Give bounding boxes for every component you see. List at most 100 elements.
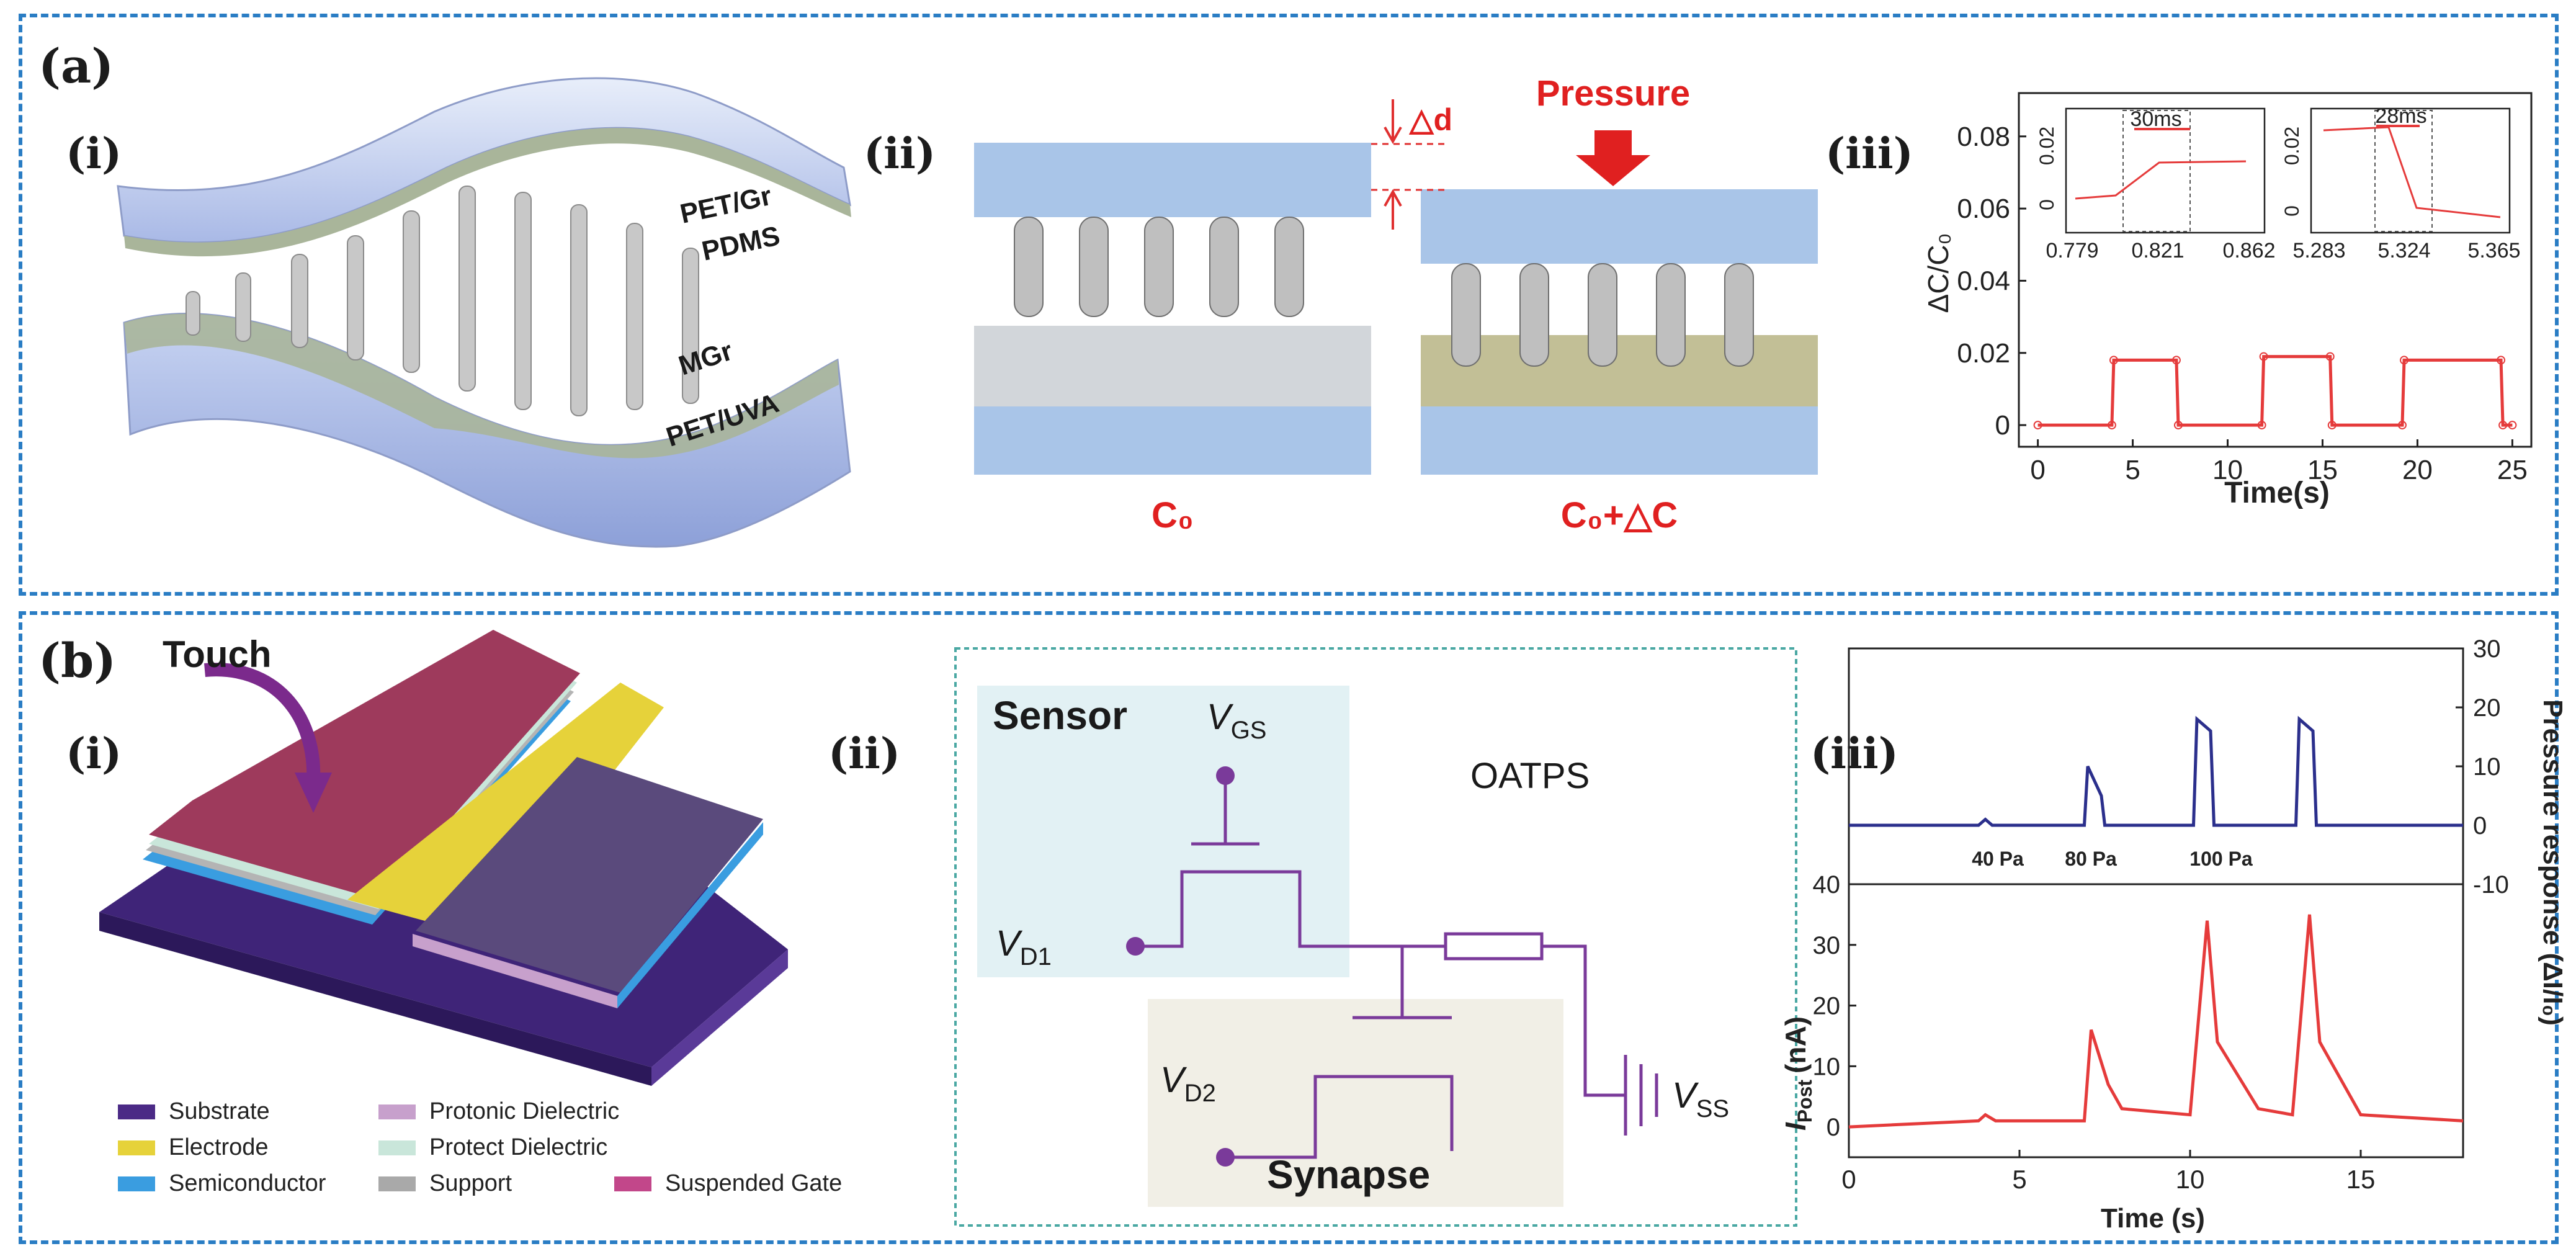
legend-item: Electrode (118, 1134, 269, 1161)
x-tick-label: 10 (2176, 1165, 2205, 1194)
pressure-schematic (974, 99, 1818, 475)
pressure-response-series-line (1849, 715, 2463, 827)
panel-a-ii-label: (ii) (864, 129, 936, 179)
svg-text:VSS: VSS (1672, 1075, 1729, 1122)
pressure-label: Pressure (1536, 73, 1690, 114)
post-current-series-line (1848, 914, 2464, 1129)
legend-swatch (118, 1176, 155, 1191)
y-tick-label: 0.06 (1957, 194, 2010, 224)
vgs-subscript: GS (1231, 717, 1267, 744)
pressure-40pa-label: 40 Pa (1972, 848, 2024, 870)
pressure-response-ylabel: Pressure response (ΔI/I₀) (2538, 699, 2568, 1026)
x-tick-label: 15 (2307, 455, 2338, 485)
inset-2-ytick: 0.02 (2281, 127, 2303, 165)
oatps-label: OATPS (1470, 756, 1590, 796)
x-tick-label: 25 (2497, 455, 2528, 485)
left-y-tick-label: 0 (1827, 1114, 1840, 1141)
y-tick-label: 0.08 (1957, 122, 2010, 152)
legend-swatch (378, 1176, 416, 1191)
sensor-label: Sensor (993, 693, 1127, 738)
vd2-subscript: D2 (1184, 1080, 1216, 1107)
x-tick-label: 20 (2402, 455, 2433, 485)
vss-label: V (1672, 1075, 1699, 1116)
c0-plus-dc-label: C₀+△C (1561, 495, 1678, 535)
left-y-tick-label: 20 (1813, 993, 1841, 1020)
legend-item: Protonic Dielectric (378, 1098, 619, 1125)
legend-swatch (378, 1140, 416, 1155)
capacitance-chart-ylabel: ΔC/C₀ (1922, 233, 1954, 313)
inset-2-xtick: 5.283 (2292, 239, 2345, 262)
legend-item: Suspended Gate (614, 1170, 842, 1197)
inset-1-xtick: 0.862 (2222, 239, 2275, 262)
legend-label: Electrode (169, 1134, 269, 1160)
post-current-frame (1848, 883, 2464, 1158)
inset-1-series (2075, 160, 2247, 200)
left-y-tick-label: 10 (1813, 1053, 1841, 1080)
x-tick-label: 0 (2030, 455, 2045, 485)
pressure-100pa-label: 100 Pa (2189, 848, 2253, 870)
pdms-layer (124, 128, 851, 257)
y-tick-label: 0 (1995, 410, 2010, 441)
inset-2-xtick: 5.324 (2377, 239, 2430, 262)
legend-item: Semiconductor (118, 1170, 326, 1197)
legend-swatch (614, 1176, 651, 1191)
mgr-layer (124, 313, 839, 459)
panel-a-iii-label: (iii) (1825, 129, 1913, 179)
inset-2-xtick: 5.365 (2467, 239, 2520, 262)
panel-b-i-label: (i) (66, 729, 122, 779)
panel-a-label: (a) (38, 38, 114, 94)
legend-label: Substrate (169, 1098, 270, 1124)
capacitance-series-line (2037, 355, 2513, 427)
vss-subscript: SS (1696, 1095, 1729, 1122)
svg-text:IPost(nA): IPost(nA) (1779, 1016, 1816, 1131)
legend-label: Suspended Gate (665, 1170, 843, 1196)
inset-2-series (2323, 126, 2501, 218)
legend-label: Protect Dielectric (429, 1134, 608, 1160)
panel-a (19, 14, 2559, 596)
right-y-tick-label: 30 (2473, 635, 2501, 663)
panel-b (19, 611, 2559, 1244)
left-y-tick-label: 40 (1813, 871, 1841, 898)
legend-label: Protonic Dielectric (429, 1098, 620, 1124)
vd1-subscript: D1 (1020, 943, 1052, 970)
right-y-tick-label: 0 (2473, 812, 2487, 840)
vgs-label: V (1207, 697, 1234, 737)
legend-swatch (118, 1104, 155, 1119)
svg-text:VD1: VD1 (996, 923, 1052, 970)
panel-a-i-label: (i) (66, 129, 122, 179)
capacitance-chart-xlabel: Time(s) (2224, 477, 2330, 509)
inset-1-xtick: 0.779 (2046, 239, 2098, 262)
left-y-tick-label: 30 (1813, 932, 1841, 959)
svg-text:VD2: VD2 (1160, 1060, 1216, 1107)
synapse-region (1148, 999, 1563, 1207)
c0-label: C₀ (1152, 495, 1194, 535)
x-tick-label: 0 (1841, 1165, 1856, 1194)
pressure-80pa-label: 80 Pa (2065, 848, 2117, 870)
inset-1-annotation: 30ms (2130, 107, 2181, 131)
y-tick-label: 0.02 (1957, 338, 2010, 369)
touch-label: Touch (163, 634, 272, 675)
post-current-ylabel-sub: Post (1794, 1080, 1816, 1123)
vd2-label: V (1160, 1060, 1187, 1100)
svg-text:VGS: VGS (1207, 697, 1266, 744)
legend-item: Support (378, 1170, 512, 1197)
legend-label: Semiconductor (169, 1170, 326, 1196)
post-current-ylabel: I (1779, 1122, 1812, 1131)
panel-b-iii-label: (iii) (1810, 729, 1898, 779)
x-tick-label: 15 (2346, 1165, 2376, 1194)
capacitance-chart-frame (2018, 92, 2533, 448)
legend-swatch (378, 1104, 416, 1119)
x-tick-label: 10 (2212, 455, 2243, 485)
panel-b-label: (b) (38, 633, 117, 688)
inset-2-annotation: 28ms (2375, 104, 2426, 128)
panel-b-ii-label: (ii) (828, 729, 901, 779)
inset-2-ytick: 0 (2281, 205, 2303, 217)
legend-swatch (118, 1140, 155, 1155)
synaptic-chart-xlabel: Time (s) (2101, 1203, 2205, 1234)
inset-1-xtick: 0.821 (2131, 239, 2184, 262)
x-tick-label: 5 (2125, 455, 2140, 485)
inset-1-ytick: 0 (2036, 199, 2058, 210)
